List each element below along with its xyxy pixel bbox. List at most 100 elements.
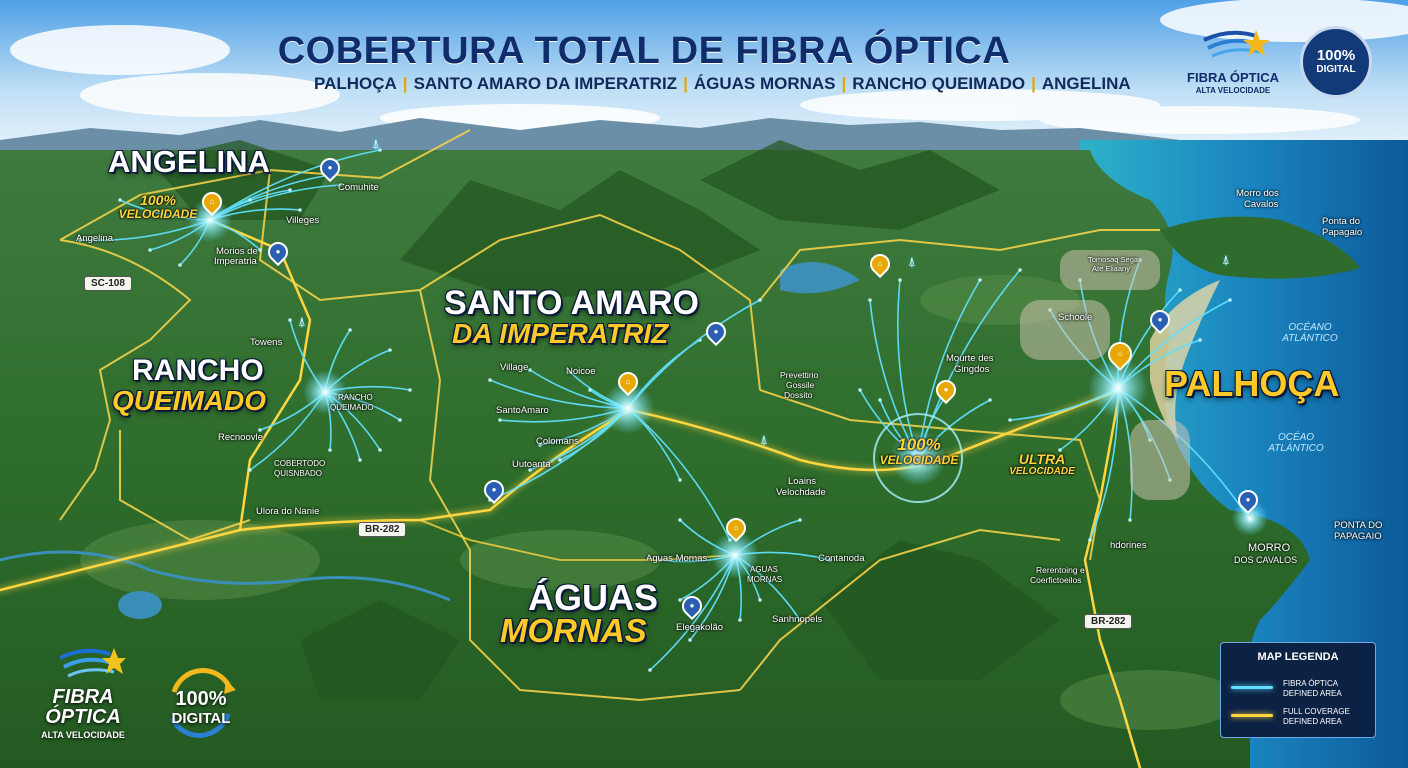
city-list: PALHOÇA | SANTO AMARO DA IMPERATRIZ | ÁGUAS … bbox=[314, 74, 1131, 94]
page-title: COBERTURA TOTAL DE FIBRA ÓPTICA bbox=[277, 30, 1011, 72]
place-contanoda: Contanoda bbox=[818, 553, 865, 564]
speed-ultra: ULTRA VELOCIDADE bbox=[1004, 452, 1080, 477]
fiber-swoosh-icon bbox=[59, 648, 126, 678]
logo-top-line1: FIBRA ÓPTICA bbox=[1187, 70, 1279, 85]
legend-coverage-swatch bbox=[1231, 714, 1273, 717]
speed-ultra-value: ULTRA bbox=[1018, 451, 1066, 467]
legend-fiber-line2: DEFINED AREA bbox=[1283, 689, 1342, 698]
logo-top-line2: ALTA VELOCIDADE bbox=[1195, 86, 1271, 95]
fibra-logo-top: FIBRA ÓPTICA ALTA VELOCIDADE bbox=[1178, 26, 1288, 98]
place-tomosaq-2: Ate Eliaany bbox=[1092, 264, 1130, 273]
digital-badge-top: 100% DIGITAL bbox=[1300, 26, 1372, 98]
badge-bottom-percent: 100% bbox=[175, 688, 227, 710]
place-mourte-2: Gingdos bbox=[954, 364, 990, 375]
place-sanhnopels: Sanhnopels bbox=[772, 614, 823, 625]
place-ponta-east-1: Ponta do bbox=[1322, 216, 1361, 227]
place-rancho-hub-1: RANCHO bbox=[338, 393, 373, 402]
place-ulora: Ulora do Nanie bbox=[256, 506, 320, 517]
place-loains-1: Loains bbox=[788, 476, 816, 487]
place-mourte-1: Mourte des bbox=[946, 353, 994, 364]
place-towens: Towens bbox=[250, 337, 283, 348]
region-rancho-line1: RANCHO bbox=[132, 354, 264, 387]
ocean-label-2: OCÉAO ATLÁNTICO bbox=[1266, 432, 1326, 454]
badge-top-label: DIGITAL bbox=[1316, 64, 1356, 75]
place-aguasmornas: Aguas Mornas bbox=[646, 553, 708, 564]
region-rancho-line2: QUEIMADO bbox=[112, 385, 266, 416]
separator: | bbox=[683, 74, 688, 93]
place-rerentoing-1: Rerentoing e bbox=[1036, 565, 1085, 575]
place-colomans: Colomans bbox=[536, 436, 579, 447]
place-village: Village bbox=[500, 362, 529, 373]
legend-fiber-text: FIBRA ÓPTICA DEFINED AREA bbox=[1283, 679, 1342, 699]
separator: | bbox=[1031, 74, 1036, 93]
region-palhoca: PALHOÇA bbox=[1164, 363, 1340, 404]
place-morios: Morios de bbox=[216, 246, 258, 257]
city-palhoca: PALHOÇA bbox=[314, 74, 397, 93]
fiber-swoosh-icon bbox=[1203, 30, 1270, 58]
place-cobertodo-1: COBERTODO bbox=[274, 459, 326, 468]
place-ponta-south-1: PONTA DO bbox=[1334, 520, 1383, 531]
place-imperatria: Imperatria bbox=[214, 256, 257, 267]
place-villeges: Villeges bbox=[286, 215, 320, 226]
city-angelina: ANGELINA bbox=[1041, 74, 1131, 93]
legend-title: MAP LEGENDA bbox=[1257, 651, 1339, 663]
ocean-label-1-line1: OCÉANO bbox=[1288, 322, 1332, 333]
logo-bottom-line1: FIBRA bbox=[52, 686, 114, 708]
legend-fiber-line1: FIBRA ÓPTICA bbox=[1283, 679, 1339, 688]
place-uutoanta: Uutoanta bbox=[512, 459, 551, 470]
separator: | bbox=[841, 74, 847, 93]
place-morro-east-1: Morro dos bbox=[1236, 188, 1279, 199]
road-sc108: SC-108 bbox=[84, 276, 132, 291]
place-prevettirio-1: Prevettirio bbox=[780, 370, 819, 380]
antenna-tower-icon: ⍋ bbox=[1222, 252, 1230, 267]
place-tomosaq-1: Tomosaq Sega bbox=[1088, 255, 1139, 264]
place-noicoe: Noicoe bbox=[566, 366, 596, 377]
place-prevettirio-2: Gossile bbox=[786, 380, 815, 390]
place-morro-east-2: Cavalos bbox=[1244, 199, 1279, 210]
antenna-tower-icon: ⍋ bbox=[298, 314, 306, 329]
refresh-ring-icon bbox=[169, 668, 236, 738]
place-morro-south-1: MORRO bbox=[1248, 542, 1291, 554]
legend-coverage-line2: DEFINED AREA bbox=[1283, 717, 1342, 726]
place-ponta-south-2: PAPAGAIO bbox=[1334, 531, 1382, 542]
speed-angelina-value: 100% bbox=[140, 192, 176, 208]
city-aguas-mornas: ÁGUAS MORNAS bbox=[693, 74, 836, 93]
place-morro-south-2: DOS CAVALOS bbox=[1234, 555, 1298, 565]
speed-angelina: 100% VELOCIDADE bbox=[118, 193, 198, 220]
place-santoamaro: SantoAmaro bbox=[496, 405, 549, 416]
place-aguas-hub-2: MORNAS bbox=[747, 575, 783, 584]
region-santo-amaro-line1: SANTO AMARO bbox=[444, 284, 699, 322]
antenna-tower-icon: ⍋ bbox=[908, 254, 916, 269]
place-rancho-hub-2: QUEIMADO bbox=[330, 403, 374, 412]
ocean-label-2-line1: OCÉAO bbox=[1277, 432, 1315, 443]
place-angelina: Angelina bbox=[76, 233, 113, 244]
fibra-logo-bottom: FIBRA ÓPTICA ALTA VELOCIDADE bbox=[28, 642, 138, 746]
place-prevettirio-3: Dossito bbox=[784, 390, 813, 400]
separator: | bbox=[402, 74, 408, 93]
legend-fiber-swatch bbox=[1231, 686, 1273, 689]
ocean-label-2-line2: ATLÁNTICO bbox=[1268, 443, 1324, 454]
city-rancho-queimado: RANCHO QUEIMADO bbox=[852, 74, 1026, 93]
logo-bottom-line3: ALTA VELOCIDADE bbox=[41, 730, 125, 740]
region-santo-amaro-line2: DA IMPERATRIZ bbox=[452, 318, 669, 349]
road-br282-west: BR-282 bbox=[358, 522, 407, 537]
place-loains-2: Velochdade bbox=[776, 487, 826, 498]
place-comunhite: Comuhite bbox=[338, 182, 379, 193]
ocean-label-1: OCÉANO ATLÁNTICO bbox=[1280, 322, 1340, 344]
place-recnoovle: Recnoovle bbox=[218, 432, 263, 443]
place-aguas-hub-1: AGUAS bbox=[750, 565, 779, 574]
place-rerentoing-2: Coerfictoeilos bbox=[1030, 575, 1082, 585]
city-santo-amaro: SANTO AMARO DA IMPERATRIZ bbox=[413, 74, 678, 93]
place-elegakolao: Elegakolão bbox=[676, 622, 724, 633]
region-aguas-line1: ÁGUAS bbox=[528, 577, 659, 618]
speed-angelina-label: VELOCIDADE bbox=[118, 206, 198, 221]
digital-badge-bottom: 100% DIGITAL bbox=[160, 662, 242, 744]
place-schoole: Schoole bbox=[1058, 312, 1093, 323]
antenna-tower-icon: ⍋ bbox=[760, 432, 768, 447]
logo-bottom-line2: ÓPTICA bbox=[45, 706, 121, 728]
speed-center-label: VELOCIDADE bbox=[879, 452, 959, 467]
badge-bottom-label: DIGITAL bbox=[171, 710, 231, 727]
speed-center-value: 100% bbox=[897, 435, 941, 454]
map-legend: MAP LEGENDA FIBRA ÓPTICA DEFINED AREA FU… bbox=[1220, 642, 1376, 738]
badge-top-percent: 100% bbox=[1316, 47, 1356, 64]
